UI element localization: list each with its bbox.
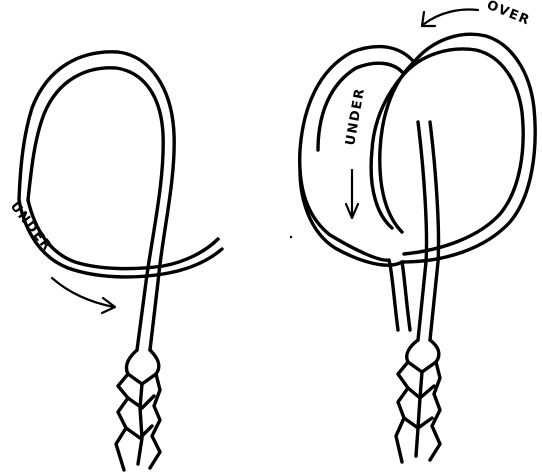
- right-over-label: OVER: [485, 0, 533, 29]
- right-under-arrow: [346, 170, 358, 218]
- right-rope-frayed-end: [396, 340, 440, 462]
- right-under-label: UNDER: [343, 86, 368, 146]
- right-over-arrow: [422, 10, 478, 26]
- stray-dot: [290, 236, 292, 238]
- left-loop-rope: [19, 52, 174, 350]
- right-standing-rope: [418, 122, 439, 340]
- left-rope-frayed-end: [116, 350, 160, 470]
- right-loop-step: OVER UNDER: [300, 0, 535, 462]
- left-under-arrow: [52, 278, 115, 313]
- left-loop-step: UNDER: [7, 52, 222, 470]
